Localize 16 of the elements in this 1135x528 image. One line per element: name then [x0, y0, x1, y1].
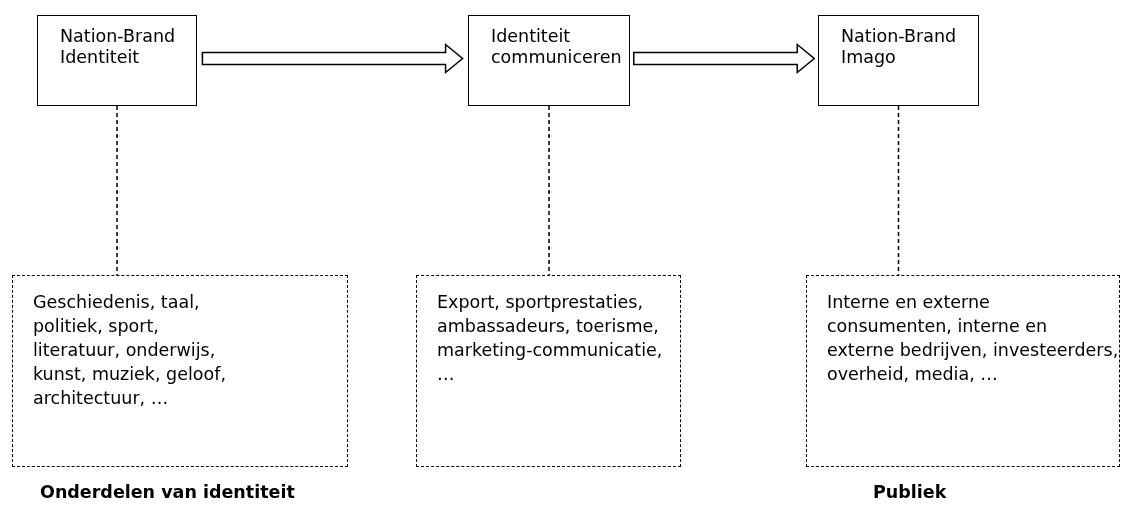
block-arrow [633, 42, 816, 75]
process-box [468, 15, 630, 106]
dashed-box [806, 275, 1120, 467]
process-box [37, 15, 197, 106]
node-text: Interne en externe consumenten, interne en externe bedrijven, investeerders, overheid, media, … [827, 291, 1119, 386]
process-box [818, 15, 979, 106]
node-label: Publiek [873, 482, 947, 502]
block-arrow [201, 42, 464, 75]
dashed-box [416, 275, 681, 467]
node-text: Identiteit communiceren [491, 26, 621, 68]
node-text: Nation-Brand Imago [841, 26, 958, 68]
node-text: Geschiedenis, taal, politiek, sport, literatuur, onderwijs, kunst, muziek, geloof, architectuur, … [33, 291, 227, 410]
node-label: Onderdelen van identiteit [40, 482, 295, 502]
dashed-box [12, 275, 348, 467]
node-text: Export, sportprestaties, ambassadeurs, toerisme, marketing-communicatie, … [437, 291, 664, 386]
node-text: Nation-Brand Identiteit [60, 26, 177, 68]
